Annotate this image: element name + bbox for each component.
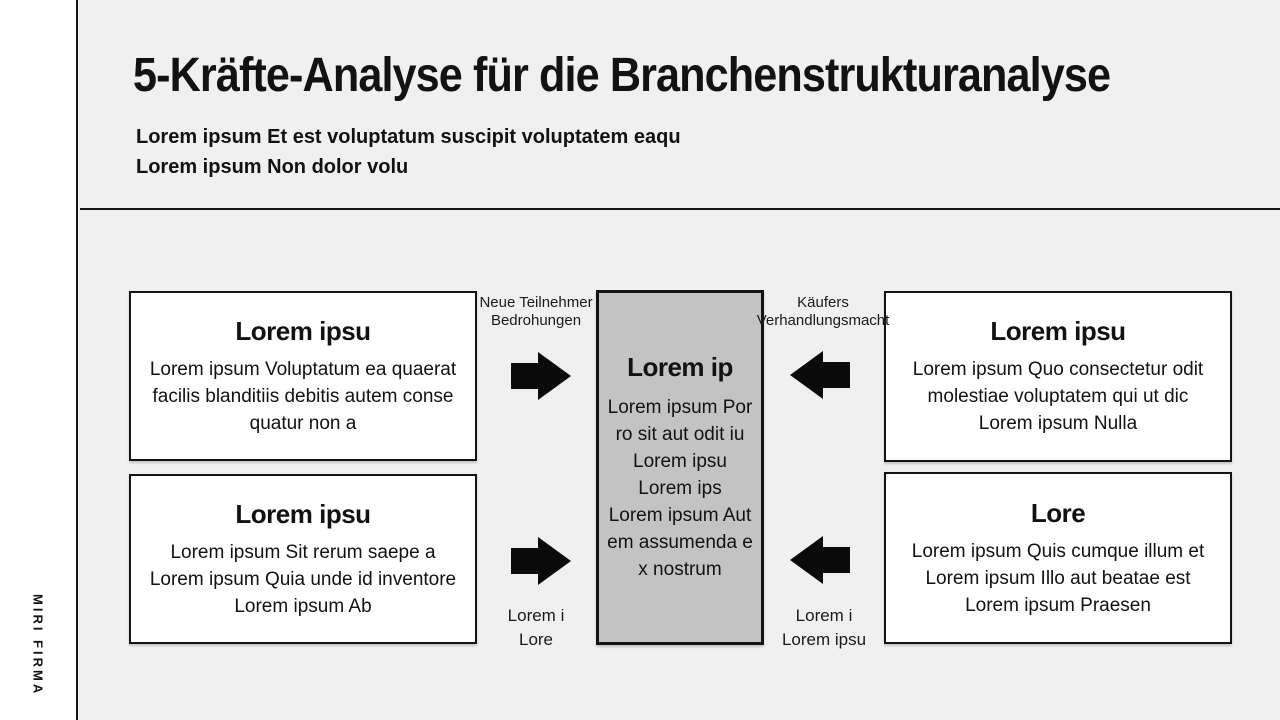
force-box-title: Lorem ipsu bbox=[235, 498, 371, 529]
arrow-label-bottom-left: Lorem i Lore bbox=[507, 606, 565, 649]
arrow-label-bottom-right: Lorem i Lorem ipsu bbox=[781, 606, 867, 649]
force-box-top-right: Lorem ipsu Lorem ipsum Quo consectetur o… bbox=[884, 291, 1232, 462]
arrow-label-top-left: Neue Teilnehmer Bedrohungen bbox=[479, 294, 593, 329]
header-divider bbox=[80, 208, 1280, 210]
force-box-body: Lorem ipsum Voluptatum ea quaerat facili… bbox=[149, 358, 457, 434]
sidebar: MIRI FIRMA bbox=[0, 0, 78, 720]
brand-vertical-text: MIRI FIRMA bbox=[30, 593, 46, 696]
force-box-body: Lorem ipsum Quis cumque illum et Lorem i… bbox=[911, 540, 1205, 616]
arrow-left-icon bbox=[790, 351, 850, 399]
force-box-body: Lorem ipsum Sit rerum saepe a Lorem ipsu… bbox=[149, 541, 457, 617]
force-box-title: Lore bbox=[1030, 497, 1086, 528]
subtitle-line-1: Lorem ipsum Et est voluptatum suscipit v… bbox=[136, 126, 681, 148]
force-box-body: Lorem ipsum Por ro sit aut odit iu Lorem… bbox=[607, 397, 753, 580]
force-box-title: Lorem ip bbox=[627, 352, 733, 382]
force-box-center: Lorem ip Lorem ipsum Por ro sit aut odit… bbox=[596, 290, 764, 645]
force-box-bottom-right: Lore Lorem ipsum Quis cumque illum et Lo… bbox=[884, 472, 1232, 644]
arrow-label-top-right: Käufers Verhandlungsmacht bbox=[756, 294, 890, 329]
subtitle-line-2: Lorem ipsum Non dolor volu bbox=[136, 156, 409, 178]
force-box-bottom-left: Lorem ipsu Lorem ipsum Sit rerum saepe a… bbox=[129, 474, 477, 644]
page-title: 5-Kräfte-Analyse für die Branchenstruktu… bbox=[133, 49, 1111, 102]
arrow-left-icon bbox=[790, 536, 850, 584]
arrow-right-icon bbox=[511, 537, 571, 585]
subtitle: Lorem ipsum Et est voluptatum suscipit v… bbox=[136, 122, 681, 182]
force-box-top-left: Lorem ipsu Lorem ipsum Voluptatum ea qua… bbox=[129, 291, 477, 461]
arrow-right-icon bbox=[511, 352, 571, 400]
force-box-title: Lorem ipsu bbox=[235, 315, 371, 346]
force-box-title: Lorem ipsu bbox=[990, 316, 1126, 346]
force-box-body: Lorem ipsum Quo consectetur odit molesti… bbox=[912, 359, 1204, 434]
